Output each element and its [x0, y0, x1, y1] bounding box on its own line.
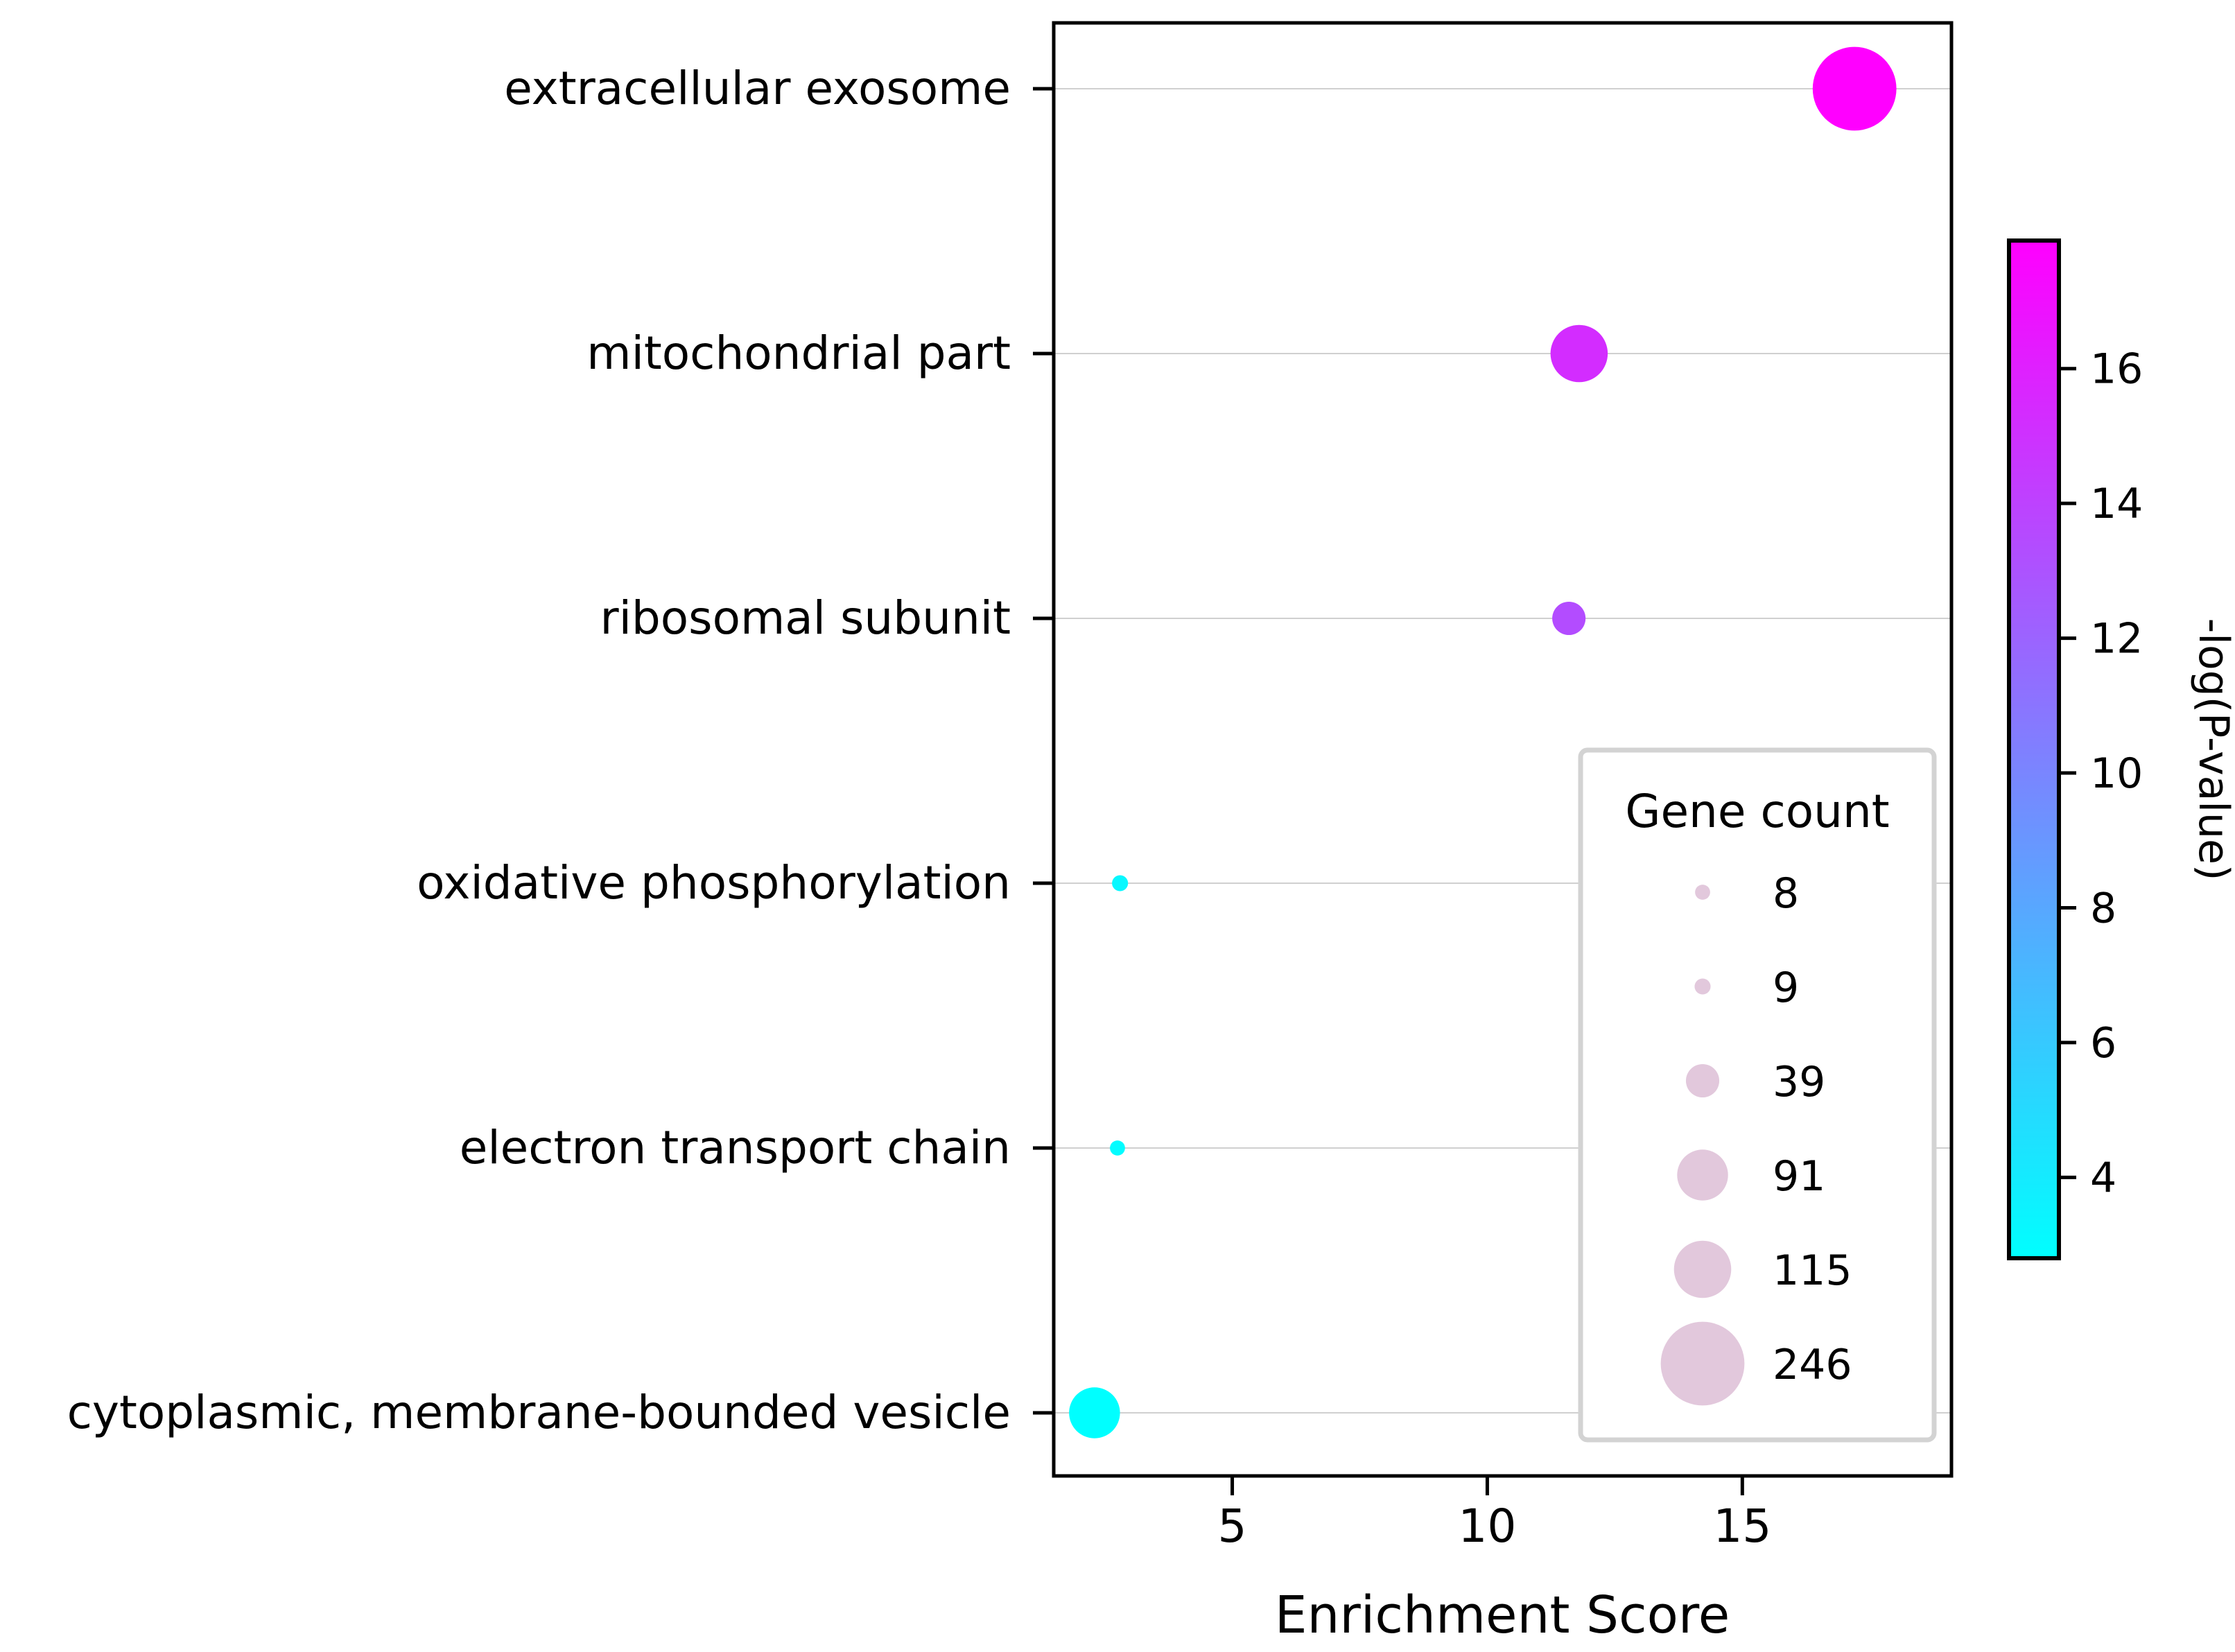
- legend-size-marker: [1685, 1063, 1720, 1098]
- colorbar-tick-label: 8: [2090, 884, 2116, 932]
- legend-size-label: 246: [1773, 1341, 1852, 1389]
- gridlines: [1054, 88, 1951, 1414]
- data-point: [1550, 324, 1608, 383]
- legend-size-label: 9: [1773, 964, 1799, 1012]
- legend-size-label: 39: [1773, 1058, 1825, 1106]
- y-tick-label: cytoplasmic, membrane-bounded vesicle: [67, 1386, 1011, 1439]
- colorbar-tick-label: 16: [2090, 345, 2143, 394]
- plot-frame: [1052, 21, 1954, 1478]
- x-tick-label: 15: [1713, 1499, 1771, 1553]
- x-axis: 5 10 15: [1218, 1476, 1771, 1553]
- data-point: [1812, 46, 1897, 131]
- colorbar-gradient: [2007, 238, 2061, 1260]
- legend-size-marker: [1660, 1321, 1745, 1406]
- legend-size-marker: [1673, 1240, 1732, 1298]
- gene-count-legend: Gene count 8 9 39 91 115 246: [1578, 747, 1937, 1443]
- y-tick-label: oxidative phosphorylation: [417, 856, 1011, 910]
- legend-size-marker: [1695, 885, 1710, 900]
- legend-size-label: 8: [1773, 869, 1799, 918]
- x-tick-label: 10: [1458, 1499, 1516, 1553]
- x-tick-label: 5: [1218, 1499, 1247, 1553]
- legend-size-marker: [1677, 1149, 1728, 1201]
- colorbar-tick-label: 14: [2090, 480, 2143, 528]
- colorbar-tick-label: 10: [2090, 749, 2143, 798]
- y-tick-label: extracellular exosome: [504, 62, 1011, 115]
- data-point: [1112, 875, 1129, 892]
- legend-size-label: 91: [1773, 1152, 1825, 1201]
- legend-title: Gene count: [1625, 785, 1889, 838]
- y-tick-label: mitochondrial part: [586, 327, 1011, 380]
- y-tick-label: ribosomal subunit: [600, 591, 1011, 645]
- colorbar-tick-label: 6: [2090, 1019, 2116, 1068]
- legend-size-label: 115: [1773, 1246, 1852, 1295]
- data-point: [1069, 1387, 1120, 1438]
- colorbar: -log(P-value) 4 6 8 10 12 14 16: [2007, 238, 2235, 1260]
- x-axis-label: Enrichment Score: [1275, 1585, 1730, 1645]
- colorbar-label: -log(P-value): [2189, 618, 2235, 881]
- data-point: [1110, 1140, 1125, 1156]
- legend-frame: [1578, 747, 1937, 1443]
- legend-size-marker: [1694, 978, 1711, 995]
- data-point: [1552, 601, 1586, 636]
- colorbar-tick-label: 12: [2090, 615, 2143, 663]
- colorbar-tick-label: 4: [2090, 1154, 2116, 1202]
- y-axis: extracellular exosome mitochondrial part r…: [67, 62, 1054, 1439]
- y-tick-label: electron transport chain: [460, 1121, 1011, 1174]
- data-points: [1069, 46, 1897, 1438]
